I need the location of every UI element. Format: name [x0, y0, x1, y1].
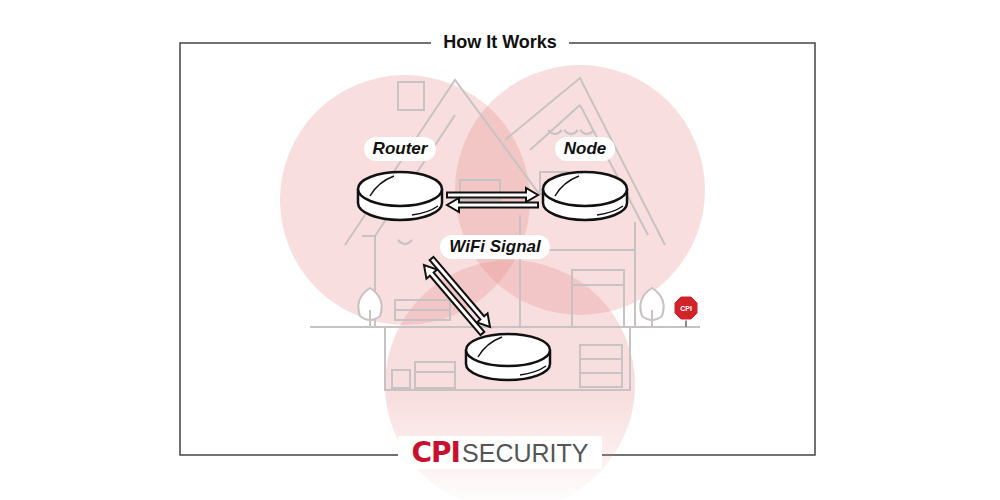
device-label: Router [364, 137, 437, 161]
title: How It Works [431, 32, 569, 52]
wifi-label: WiFi Signal [440, 235, 549, 259]
mesh-unit: Node [540, 137, 630, 225]
mesh-unit: Router [355, 137, 445, 225]
logo-mark: CPI [412, 436, 461, 469]
sign-octagon [674, 296, 698, 320]
router-device [540, 167, 630, 225]
router-device [355, 167, 445, 225]
signal-arrow [447, 188, 538, 212]
sign-text: CPI [680, 305, 692, 312]
signal-arrow [419, 254, 496, 338]
logo: CPISECURITY [398, 436, 603, 469]
signal-label: WiFi Signal [440, 235, 549, 259]
house-outline [310, 78, 700, 390]
device-label: Node [555, 137, 616, 161]
logo-word: SECURITY [462, 439, 588, 467]
tree [358, 288, 663, 327]
signal-circle [385, 260, 635, 500]
mesh-device [466, 334, 550, 380]
